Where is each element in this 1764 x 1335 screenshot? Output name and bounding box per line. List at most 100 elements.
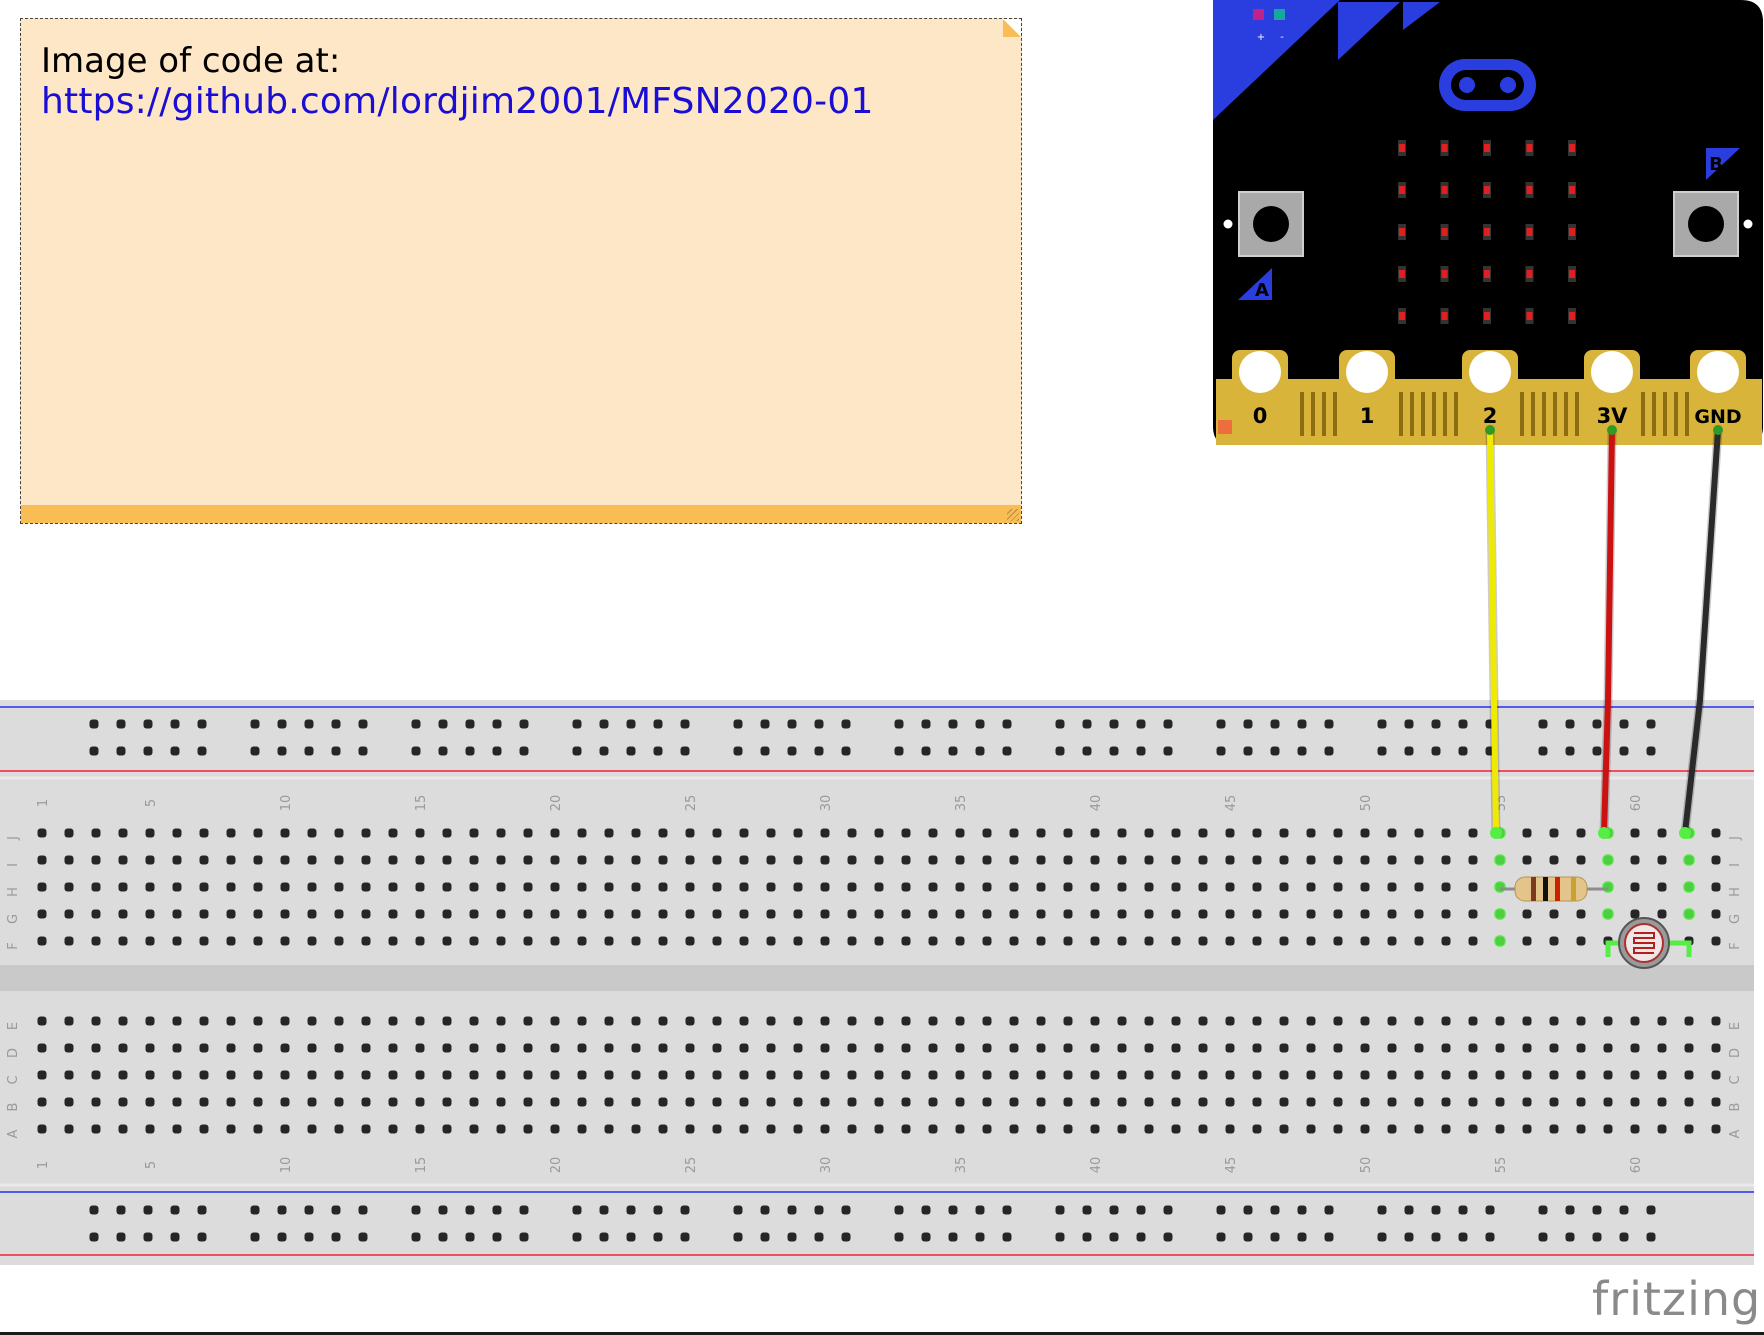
breadboard-hole[interactable]: [1468, 909, 1478, 919]
rail-hole[interactable]: [277, 719, 287, 729]
breadboard-hole[interactable]: [145, 855, 155, 865]
breadboard-hole[interactable]: [1225, 936, 1235, 946]
rail-hole[interactable]: [1565, 1232, 1575, 1242]
breadboard-hole[interactable]: [1549, 1043, 1559, 1053]
breadboard-hole[interactable]: [847, 1097, 857, 1107]
breadboard-hole[interactable]: [496, 1124, 506, 1134]
rail-hole[interactable]: [921, 1232, 931, 1242]
breadboard-hole[interactable]: [766, 1043, 776, 1053]
breadboard-hole[interactable]: [1630, 855, 1640, 865]
rail-hole[interactable]: [89, 1232, 99, 1242]
rail-hole[interactable]: [599, 746, 609, 756]
breadboard-hole[interactable]: [1090, 855, 1100, 865]
breadboard-hole[interactable]: [253, 1124, 263, 1134]
rail-hole[interactable]: [1216, 1232, 1226, 1242]
breadboard-hole[interactable]: [604, 1124, 614, 1134]
breadboard-hole[interactable]: [415, 1097, 425, 1107]
breadboard-hole[interactable]: [388, 936, 398, 946]
breadboard-hole[interactable]: [1252, 936, 1262, 946]
breadboard-hole[interactable]: [820, 909, 830, 919]
rail-hole[interactable]: [170, 719, 180, 729]
rail-hole[interactable]: [626, 1205, 636, 1215]
breadboard-hole[interactable]: [820, 1016, 830, 1026]
breadboard-hole[interactable]: [1441, 1070, 1451, 1080]
breadboard-hole[interactable]: [64, 1124, 74, 1134]
breadboard-hole[interactable]: [280, 909, 290, 919]
breadboard-hole[interactable]: [496, 882, 506, 892]
breadboard-hole[interactable]: [793, 909, 803, 919]
breadboard-hole[interactable]: [469, 909, 479, 919]
breadboard-hole[interactable]: [496, 828, 506, 838]
breadboard-hole[interactable]: [820, 1070, 830, 1080]
breadboard-hole[interactable]: [361, 828, 371, 838]
breadboard-hole[interactable]: [577, 1043, 587, 1053]
wire-red[interactable]: [1601, 427, 1615, 836]
breadboard-hole[interactable]: [172, 1043, 182, 1053]
breadboard-hole[interactable]: [1198, 1070, 1208, 1080]
breadboard-hole[interactable]: [280, 936, 290, 946]
breadboard-hole[interactable]: [1009, 1124, 1019, 1134]
breadboard-hole[interactable]: [1549, 909, 1559, 919]
breadboard-hole[interactable]: [847, 1016, 857, 1026]
breadboard-hole[interactable]: [766, 1070, 776, 1080]
breadboard-hole[interactable]: [658, 1016, 668, 1026]
breadboard-hole[interactable]: [37, 1016, 47, 1026]
breadboard-hole[interactable]: [982, 882, 992, 892]
rail-hole[interactable]: [1216, 1205, 1226, 1215]
breadboard-hole[interactable]: [901, 1070, 911, 1080]
breadboard-hole[interactable]: [1711, 1016, 1721, 1026]
breadboard-hole[interactable]: [1198, 936, 1208, 946]
rail-hole[interactable]: [653, 1205, 663, 1215]
breadboard-hole[interactable]: [307, 855, 317, 865]
breadboard-hole[interactable]: [1171, 1016, 1181, 1026]
breadboard-hole[interactable]: [1576, 855, 1586, 865]
breadboard-hole[interactable]: [1009, 1016, 1019, 1026]
breadboard-hole[interactable]: [523, 1097, 533, 1107]
breadboard-hole[interactable]: [928, 1097, 938, 1107]
breadboard-hole[interactable]: [1576, 936, 1586, 946]
rail-hole[interactable]: [358, 1205, 368, 1215]
breadboard-hole[interactable]: [1522, 828, 1532, 838]
breadboard-hole[interactable]: [1360, 1097, 1370, 1107]
breadboard-hole[interactable]: [1441, 855, 1451, 865]
breadboard-hole[interactable]: [1711, 882, 1721, 892]
breadboard-hole[interactable]: [1414, 936, 1424, 946]
breadboard-hole[interactable]: [1441, 1097, 1451, 1107]
breadboard-hole[interactable]: [253, 1097, 263, 1107]
breadboard-hole[interactable]: [280, 882, 290, 892]
breadboard-hole[interactable]: [1441, 936, 1451, 946]
breadboard-hole[interactable]: [550, 1016, 560, 1026]
breadboard-hole[interactable]: [1387, 855, 1397, 865]
breadboard-hole[interactable]: [199, 855, 209, 865]
breadboard-hole[interactable]: [1063, 1097, 1073, 1107]
breadboard-hole[interactable]: [226, 855, 236, 865]
breadboard-hole[interactable]: [1225, 1124, 1235, 1134]
breadboard-hole[interactable]: [334, 936, 344, 946]
wire-yellow[interactable]: [1487, 427, 1499, 836]
rail-hole[interactable]: [1565, 746, 1575, 756]
breadboard-hole[interactable]: [793, 1124, 803, 1134]
breadboard-hole[interactable]: [793, 1016, 803, 1026]
breadboard-hole[interactable]: [1468, 1097, 1478, 1107]
breadboard-hole[interactable]: [685, 909, 695, 919]
rail-hole[interactable]: [304, 746, 314, 756]
breadboard-hole[interactable]: [604, 909, 614, 919]
rail-hole[interactable]: [1377, 746, 1387, 756]
breadboard-hole[interactable]: [1117, 828, 1127, 838]
breadboard-hole[interactable]: [118, 1016, 128, 1026]
rail-hole[interactable]: [358, 719, 368, 729]
breadboard-hole[interactable]: [91, 882, 101, 892]
breadboard-hole[interactable]: [415, 936, 425, 946]
breadboard-hole[interactable]: [1009, 1043, 1019, 1053]
rail-hole[interactable]: [1458, 746, 1468, 756]
breadboard-hole[interactable]: [1630, 1016, 1640, 1026]
rail-hole[interactable]: [1297, 1205, 1307, 1215]
breadboard-hole[interactable]: [64, 1043, 74, 1053]
breadboard-hole[interactable]: [550, 882, 560, 892]
rail-hole[interactable]: [841, 746, 851, 756]
rail-hole[interactable]: [143, 1232, 153, 1242]
rail-hole[interactable]: [1270, 719, 1280, 729]
rail-hole[interactable]: [1431, 719, 1441, 729]
rail-hole[interactable]: [1082, 1232, 1092, 1242]
breadboard-hole[interactable]: [820, 828, 830, 838]
